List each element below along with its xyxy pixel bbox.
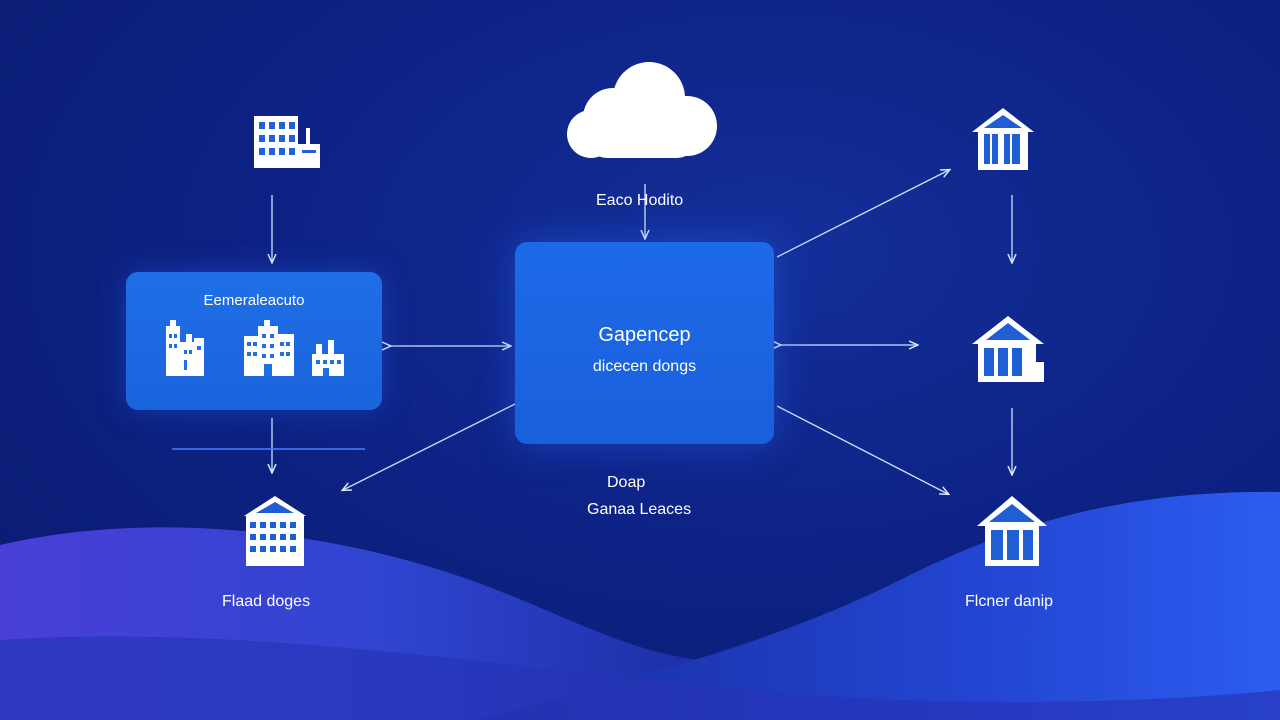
- center-hub-subtitle: dicecen dongs: [592, 358, 697, 375]
- arrow-center-to-bottomright: [776, 405, 948, 494]
- office-building-icon: [244, 320, 294, 376]
- arrow-center-to-bottomleft: [343, 403, 516, 490]
- center-bottom-label-1: Doap: [607, 474, 646, 491]
- arrow-center-to-topright: [776, 170, 949, 258]
- house-icon[interactable]: [970, 106, 1036, 172]
- office-building-icon[interactable]: [252, 108, 324, 172]
- wave-bottom: [0, 636, 1280, 720]
- center-bottom-label-2: Ganaa Leaces: [587, 501, 692, 518]
- house-icon[interactable]: [972, 316, 1048, 386]
- bottom-right-label: Flcner danip: [965, 593, 1054, 610]
- wave-front: [480, 491, 1280, 720]
- center-hub-title: Gapencep: [598, 324, 691, 346]
- factory-icon: [166, 320, 204, 376]
- bottom-left-label: Flaad doges: [222, 593, 311, 610]
- cloud-label: Eaco Hodito: [596, 192, 684, 209]
- left-process-box[interactable]: Eemeraleacuto: [126, 272, 382, 410]
- bank-building-icon[interactable]: [242, 496, 308, 568]
- factory-icon: [312, 340, 344, 376]
- cloud-icon[interactable]: [563, 56, 723, 166]
- left-box-title: Eemeraleacuto: [203, 292, 305, 309]
- center-hub-box[interactable]: Gapencep dicecen dongs: [515, 242, 774, 444]
- house-icon[interactable]: [975, 496, 1049, 568]
